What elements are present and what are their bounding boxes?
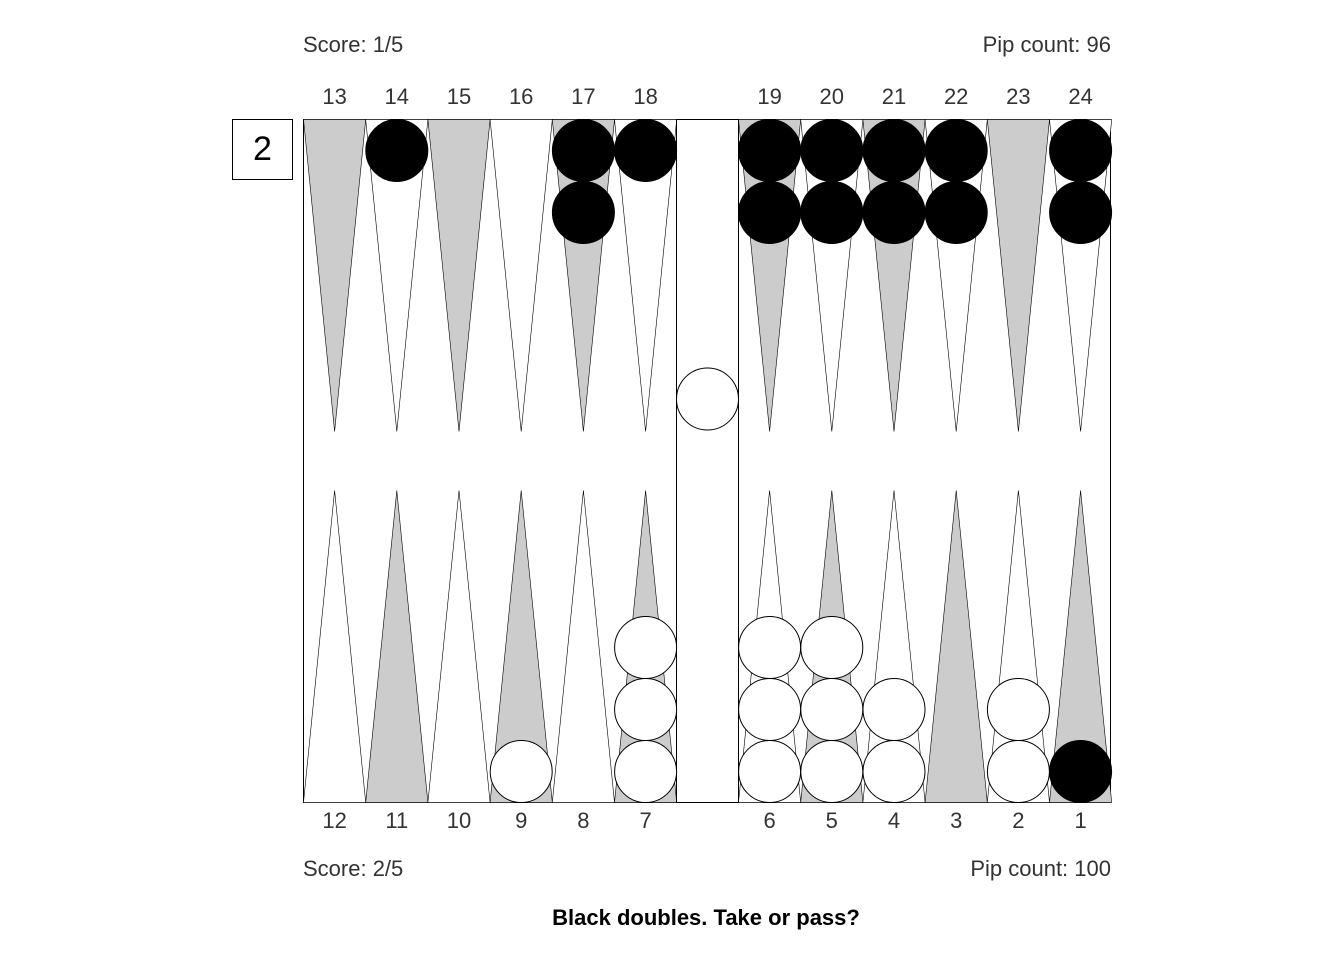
black-checker[interactable] [924, 181, 988, 244]
point-11[interactable] [365, 490, 429, 803]
point-15[interactable] [427, 119, 491, 432]
white-checker[interactable] [800, 678, 864, 741]
white-checker[interactable] [738, 616, 802, 679]
bottom-player-score: Score: 2/5 [303, 856, 404, 881]
point-label-17: 17 [571, 84, 596, 109]
point-label-22: 22 [943, 84, 969, 109]
cube-decision-prompt: Black doubles. Take or pass? [552, 905, 860, 930]
white-checker[interactable] [862, 678, 926, 741]
black-checker[interactable] [551, 119, 615, 182]
point-label-2: 2 [1012, 808, 1025, 833]
point-label-13: 13 [322, 84, 347, 109]
black-checker[interactable] [738, 119, 802, 182]
black-checker[interactable] [614, 119, 678, 182]
point-label-9: 9 [515, 808, 528, 833]
point-label-3: 3 [950, 808, 963, 833]
point-label-5: 5 [825, 808, 838, 833]
bar-white-checker[interactable] [676, 367, 739, 431]
point-label-1: 1 [1074, 808, 1087, 833]
point-label-12: 12 [322, 808, 347, 833]
black-checker[interactable] [800, 119, 864, 182]
point-8[interactable] [551, 490, 615, 803]
white-checker[interactable] [614, 678, 678, 741]
point-label-23: 23 [1006, 84, 1031, 109]
top-player-pip-count: Pip count: 96 [982, 32, 1111, 57]
white-checker[interactable] [738, 740, 802, 803]
black-checker[interactable] [862, 181, 926, 244]
point-label-11: 11 [385, 808, 409, 833]
black-checker[interactable] [1049, 181, 1113, 244]
black-checker[interactable] [365, 119, 429, 182]
white-checker[interactable] [738, 678, 802, 741]
point-12[interactable] [303, 490, 367, 803]
point-label-15: 15 [446, 84, 472, 109]
point-label-7: 7 [639, 808, 652, 833]
white-checker[interactable] [800, 740, 864, 803]
point-label-18: 18 [633, 84, 658, 109]
black-checker[interactable] [800, 181, 864, 244]
point-16[interactable] [489, 119, 553, 432]
white-checker[interactable] [614, 616, 678, 679]
black-checker[interactable] [862, 119, 926, 182]
white-checker[interactable] [614, 740, 678, 803]
black-checker[interactable] [1049, 740, 1113, 803]
white-checker[interactable] [986, 678, 1050, 741]
black-checker[interactable] [1049, 119, 1113, 182]
point-label-4: 4 [887, 808, 901, 833]
black-checker[interactable] [551, 181, 615, 244]
white-checker[interactable] [800, 616, 864, 679]
black-checker[interactable] [924, 119, 988, 182]
point-label-19: 19 [757, 84, 782, 109]
point-label-21: 21 [881, 84, 907, 109]
white-checker[interactable] [986, 740, 1050, 803]
point-3[interactable] [924, 490, 988, 803]
point-10[interactable] [427, 490, 491, 803]
bar[interactable] [676, 119, 739, 803]
white-checker[interactable] [489, 740, 553, 803]
point-23[interactable] [986, 119, 1050, 432]
black-checker[interactable] [738, 181, 802, 244]
bottom-player-pip-count: Pip count: 100 [970, 856, 1111, 881]
point-label-24: 24 [1068, 84, 1093, 109]
top-player-score: Score: 1/5 [303, 32, 404, 57]
point-label-6: 6 [763, 808, 776, 833]
point-label-10: 10 [446, 808, 472, 833]
point-13[interactable] [303, 119, 367, 432]
white-checker[interactable] [862, 740, 926, 803]
point-label-20: 20 [819, 84, 845, 109]
point-label-14: 14 [384, 84, 410, 109]
point-label-16: 16 [508, 84, 534, 109]
doubling-cube[interactable]: 2 [232, 119, 293, 180]
point-label-8: 8 [577, 808, 590, 833]
